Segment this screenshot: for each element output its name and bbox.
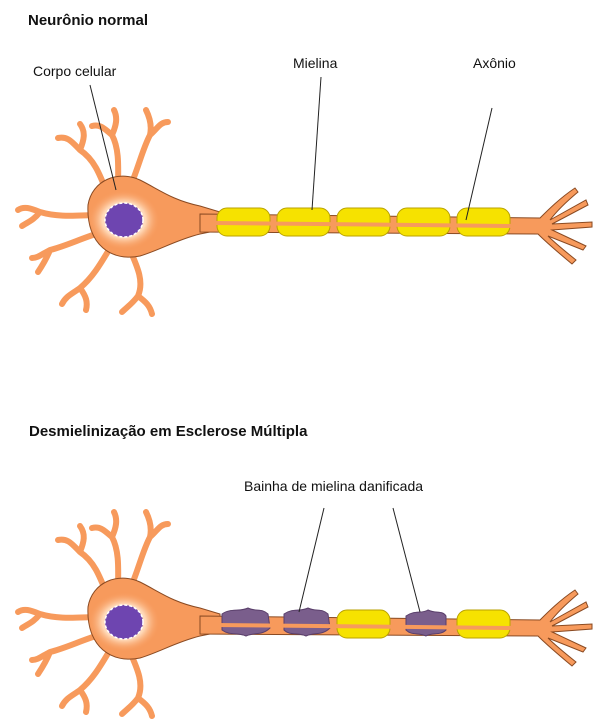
- damaged-myelin-segment: [222, 608, 270, 636]
- normal-nucleus: [105, 203, 143, 237]
- ms-nucleus: [105, 605, 143, 639]
- damaged-myelin-segment: [284, 608, 330, 636]
- ms-neuron: [18, 512, 592, 716]
- leader-damaged-sheath-right: [393, 508, 420, 612]
- myelin-segment: [457, 208, 510, 236]
- myelin-segment: [337, 610, 390, 638]
- ms-leader-lines: [299, 508, 420, 612]
- myelin-segment: [457, 610, 510, 638]
- myelin-segment: [397, 208, 450, 236]
- leader-myelin: [312, 77, 321, 210]
- leader-damaged-sheath-left: [299, 508, 324, 612]
- myelin-segment: [337, 208, 390, 236]
- leader-axon: [466, 108, 492, 220]
- damaged-myelin-segment: [406, 610, 446, 636]
